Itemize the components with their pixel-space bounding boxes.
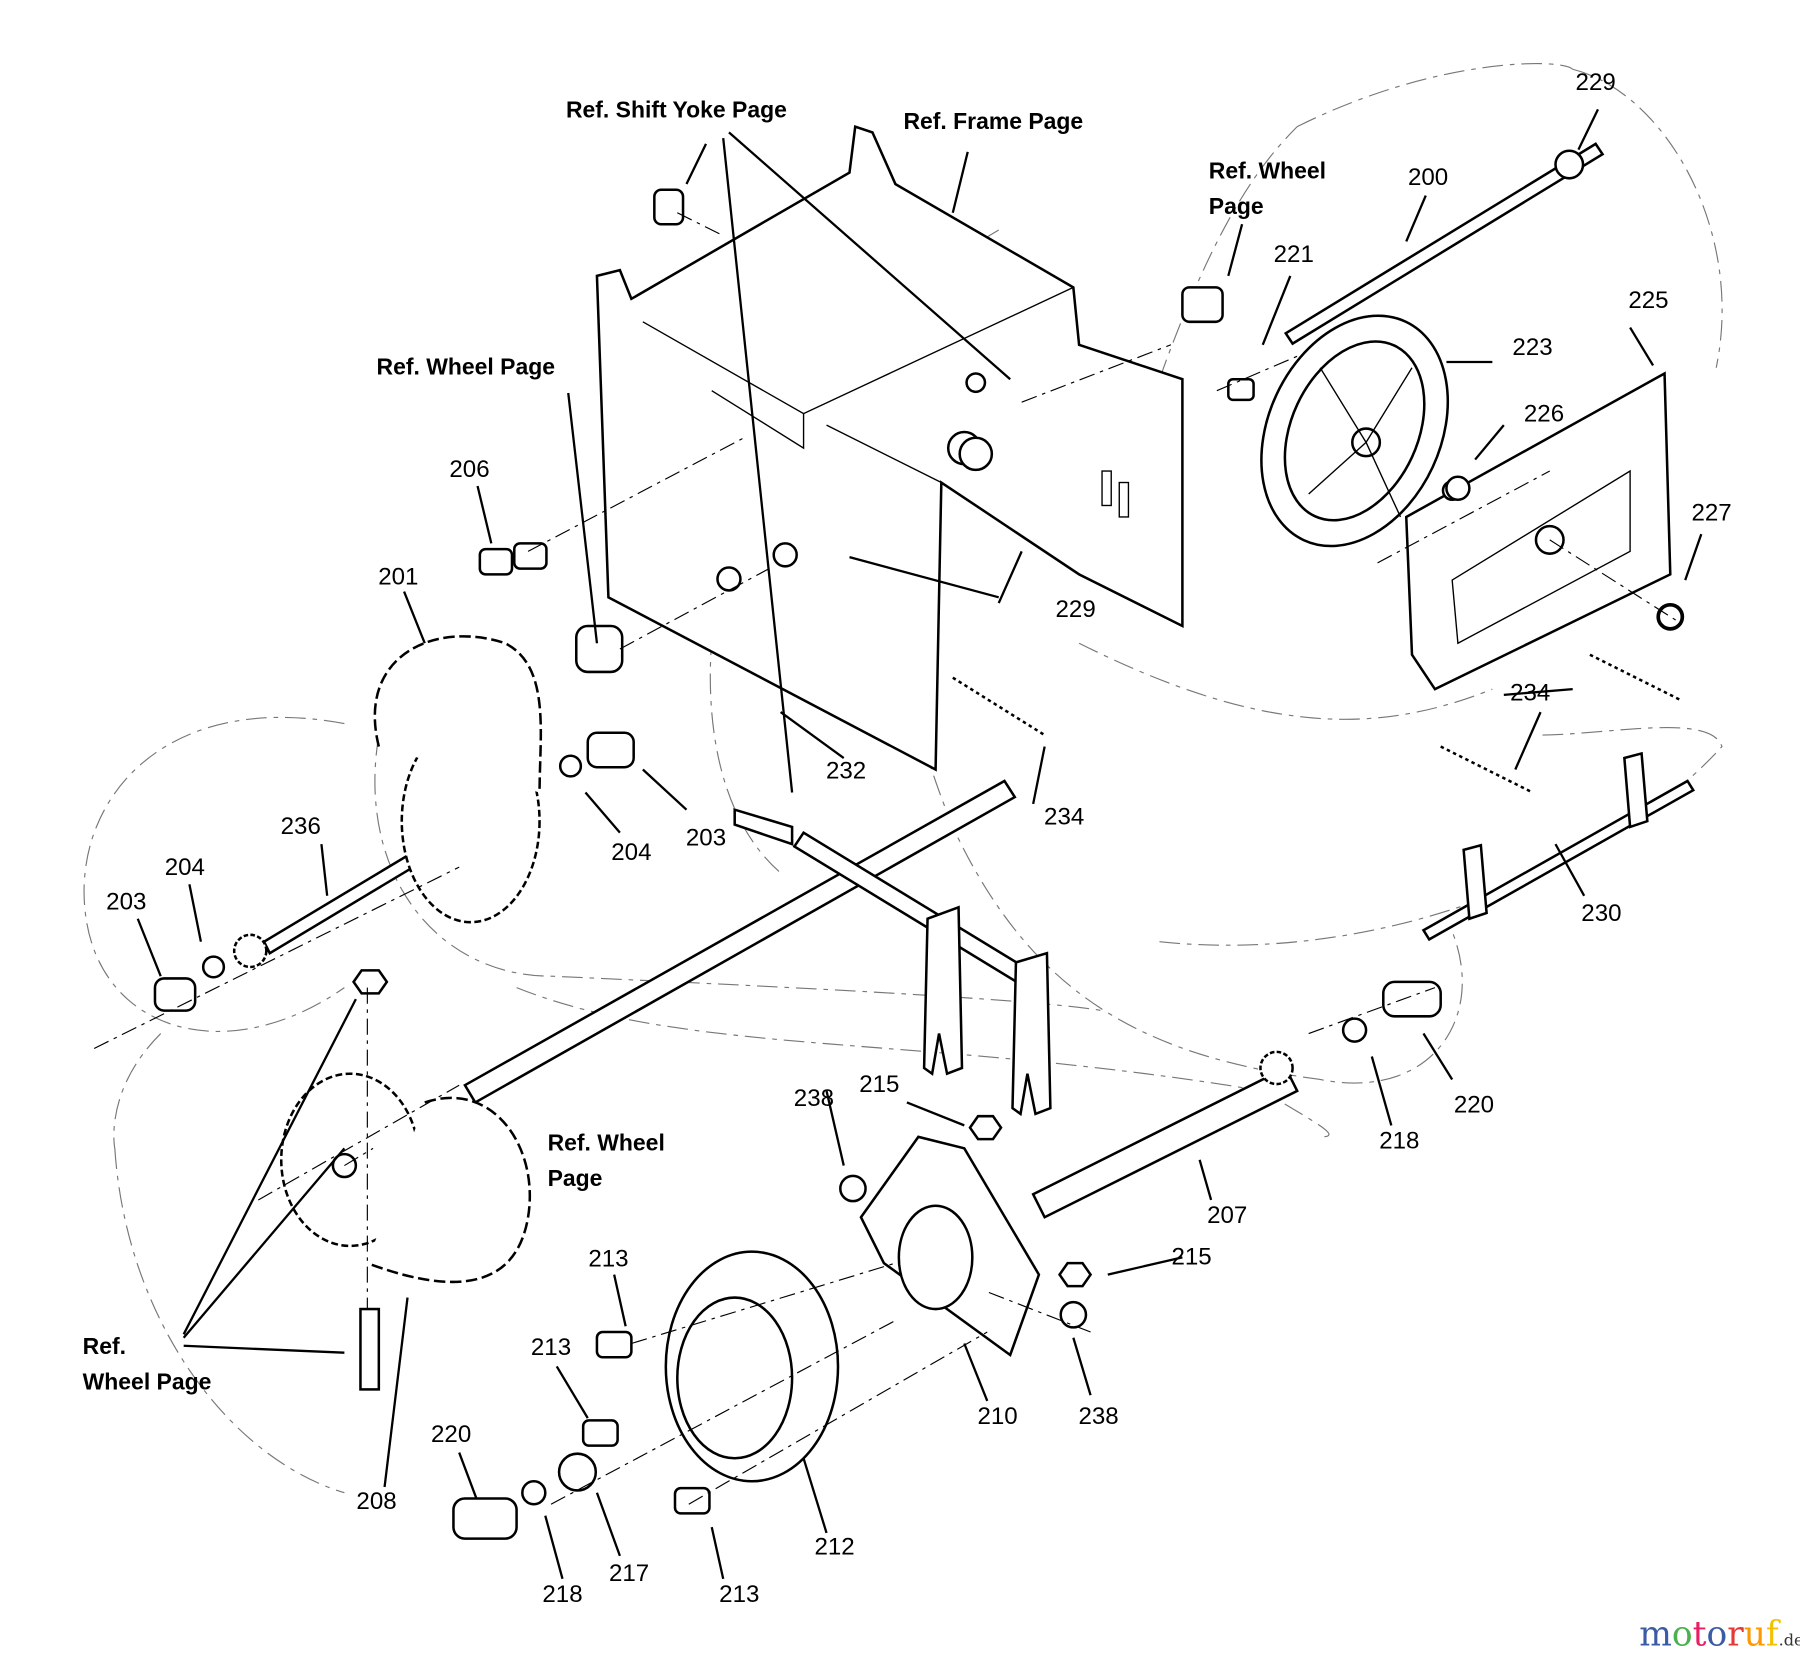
clutch-assembly xyxy=(664,1135,1041,1483)
pulley-223 xyxy=(1260,314,1450,548)
leader-lines xyxy=(136,108,1703,1580)
callout-218: 218 xyxy=(1379,1127,1419,1154)
callout-234b: 234 xyxy=(1044,804,1084,831)
ref-wheel-mid-line2: Page xyxy=(548,1165,603,1191)
chains xyxy=(366,635,543,1284)
ref-wheel-top-line1: Ref. Wheel xyxy=(1209,157,1326,183)
shafts xyxy=(262,142,1696,1219)
watermark-logo: motoruf.de xyxy=(1639,1614,1800,1654)
callout-218b: 218 xyxy=(542,1581,582,1608)
watermark-letter: t xyxy=(1693,1614,1707,1654)
callout-220b: 220 xyxy=(431,1421,471,1448)
callout-217: 217 xyxy=(609,1560,649,1587)
callout-208: 208 xyxy=(356,1488,396,1515)
ref-wheel-bottom-line2: Wheel Page xyxy=(83,1368,212,1394)
callout-234: 234 xyxy=(1510,680,1550,707)
frame xyxy=(595,124,1184,772)
centerlines xyxy=(93,212,1677,1505)
callout-223: 223 xyxy=(1512,334,1552,361)
callout-221: 221 xyxy=(1274,241,1314,268)
watermark-letter: o xyxy=(1707,1614,1728,1654)
ref-wheel-mid-line1: Ref. Wheel xyxy=(548,1130,665,1156)
watermark-letter: u xyxy=(1744,1614,1766,1654)
watermark-letter: o xyxy=(1672,1614,1693,1654)
part-callouts: 229 200 221 225 223 226 227 206 201 229 … xyxy=(106,69,1732,1608)
callout-229b: 229 xyxy=(1056,596,1096,623)
watermark-letter: f xyxy=(1766,1614,1781,1654)
callout-213: 213 xyxy=(588,1246,628,1273)
callout-215: 215 xyxy=(859,1071,899,1098)
callout-213c: 213 xyxy=(719,1581,759,1608)
callout-226: 226 xyxy=(1524,401,1564,428)
callout-238: 238 xyxy=(794,1085,834,1112)
callout-238b: 238 xyxy=(1078,1403,1118,1430)
ref-frame-page: Ref. Frame Page xyxy=(903,108,1083,134)
callout-200: 200 xyxy=(1408,164,1448,191)
callout-204: 204 xyxy=(611,839,651,866)
ref-shift-yoke-page: Ref. Shift Yoke Page xyxy=(566,96,787,122)
watermark-letter: r xyxy=(1727,1614,1744,1654)
callout-207: 207 xyxy=(1207,1202,1247,1229)
ref-wheel-bottom-line1: Ref. xyxy=(83,1333,126,1359)
callout-227: 227 xyxy=(1692,499,1732,526)
shift-forks xyxy=(922,905,1052,1117)
callout-212: 212 xyxy=(814,1534,854,1561)
ref-wheel-top-line2: Page xyxy=(1209,193,1264,219)
callout-236: 236 xyxy=(281,813,321,840)
callout-203: 203 xyxy=(686,824,726,851)
watermark-letter: m xyxy=(1639,1614,1672,1654)
callout-213b: 213 xyxy=(531,1334,571,1361)
callout-225: 225 xyxy=(1628,287,1668,314)
callout-229: 229 xyxy=(1576,69,1616,96)
callout-204b: 204 xyxy=(165,854,205,881)
callout-220: 220 xyxy=(1454,1092,1494,1119)
ref-wheel-left: Ref. Wheel Page xyxy=(377,354,555,380)
springs xyxy=(952,653,1683,794)
callout-230: 230 xyxy=(1581,900,1621,927)
callout-201: 201 xyxy=(378,564,418,591)
callout-206: 206 xyxy=(449,456,489,483)
callout-232: 232 xyxy=(826,758,866,785)
callout-203b: 203 xyxy=(106,889,146,916)
callout-215b: 215 xyxy=(1171,1243,1211,1270)
callout-210: 210 xyxy=(977,1403,1017,1430)
hardware xyxy=(153,149,1684,1540)
